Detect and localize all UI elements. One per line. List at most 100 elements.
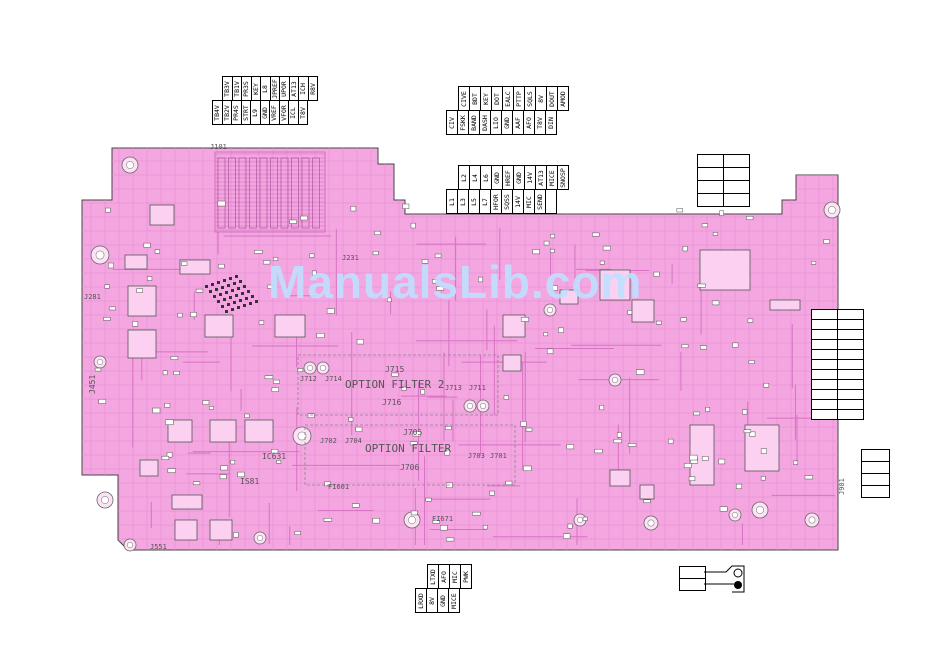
pin-label: MIC	[451, 570, 459, 583]
connector-pin: SNOSP	[557, 165, 569, 190]
pin-label: SQLS	[526, 90, 534, 107]
board-label: J712	[300, 375, 317, 383]
pin-label: L8	[261, 84, 270, 93]
pin-label: MICE	[548, 169, 556, 186]
pin-label: LIO	[492, 116, 500, 129]
board-label: J713	[445, 384, 462, 392]
pin-label: T8V	[298, 106, 307, 119]
pin-label: 8V	[536, 94, 545, 103]
pin-label: GND	[260, 106, 269, 119]
board-label: OPTION FILTER 2	[345, 378, 445, 391]
pin-label: AFO	[525, 116, 533, 129]
pin-label: 14V	[514, 195, 522, 208]
pin-label: L6	[481, 173, 490, 182]
pin-label: BDT	[471, 92, 479, 105]
pin-label: GND	[493, 171, 501, 184]
pin-label: HFOR	[492, 193, 500, 210]
pin-label: TB4V	[213, 104, 222, 121]
pin-label: UPOR	[280, 80, 289, 97]
board-label: J551	[150, 543, 167, 551]
board-label: J231	[342, 254, 359, 262]
board-label: J281	[84, 293, 101, 301]
pin-label: FSKK	[459, 114, 467, 131]
pin-label: STRT	[241, 104, 250, 121]
pin-label: DOT	[493, 92, 501, 105]
pcb-details	[90, 151, 841, 552]
pin-label: KEY	[251, 82, 260, 95]
board-label: FI671	[432, 515, 454, 523]
pin-label: L3	[458, 197, 467, 206]
pin-label: LRXD	[417, 592, 425, 609]
pin-label: PR4S	[232, 104, 241, 121]
board-label: IS81	[240, 477, 260, 486]
pin-label: DASH	[481, 114, 489, 131]
pin-label: PTTP	[515, 90, 523, 107]
pin-label: AT13	[289, 80, 298, 97]
connector-pin: JPREF	[269, 76, 280, 101]
connector-pin: T8V	[297, 100, 308, 125]
board-label: J714	[325, 375, 342, 383]
pin-label: TB3V	[223, 80, 232, 97]
grid-bottom-right	[679, 566, 706, 591]
pin-label: VFOR	[279, 104, 288, 121]
pin-label: PR3S	[242, 80, 251, 97]
pin-label: AFO	[440, 570, 448, 583]
board-label: J703	[468, 452, 485, 460]
pin-label: GND	[515, 171, 523, 184]
pin-label: ICL	[289, 106, 298, 119]
connector-pin: R8V	[307, 76, 318, 101]
board-label: J702	[320, 437, 337, 445]
pin-label: L4	[470, 173, 479, 182]
pin-label: EALC	[504, 90, 512, 107]
pin-label: T8V	[536, 116, 544, 129]
pin-label: SQSS	[503, 193, 511, 210]
pin-label: L2	[459, 173, 468, 182]
board-label: J706	[400, 463, 420, 472]
pin-label: L7	[480, 197, 489, 206]
jumper-symbol	[704, 565, 745, 593]
grid-right	[811, 309, 864, 420]
pin-label: CIV	[448, 116, 456, 129]
board-label: FI601	[328, 483, 350, 491]
pin-label: JPREF	[270, 78, 279, 99]
pin-label: 14V	[526, 171, 534, 184]
pin-label: L9	[251, 108, 260, 117]
pin-label: L5	[469, 197, 478, 206]
board-label: J451	[88, 374, 97, 394]
pin-label: DOUT	[548, 90, 556, 107]
pin-label: HREF	[504, 169, 512, 186]
pin-label: PWK	[462, 570, 470, 583]
pin-label: SEND	[536, 193, 544, 210]
pin-label: VREF	[270, 104, 279, 121]
connector-pin: AMOD	[557, 86, 569, 111]
board-label: J716	[382, 398, 402, 407]
pin-label: R8V	[308, 82, 317, 95]
grid-top-right	[697, 154, 750, 207]
connector-pin: DIN	[545, 110, 557, 135]
board-label: J101	[210, 143, 227, 151]
pin-label: MIC	[525, 195, 533, 208]
board-label: J901	[838, 478, 846, 495]
connector-pin: MICE	[448, 588, 460, 613]
board-label: OPTION FILTER	[365, 442, 452, 455]
board-label: J705	[403, 428, 423, 437]
pin-label: ICH	[299, 82, 308, 95]
pin-label: AT13	[537, 169, 545, 186]
pin-label: KEY	[482, 92, 490, 105]
pin-label: L1	[447, 197, 456, 206]
grid-right-small	[861, 449, 890, 498]
watermark: ManualsLib.com	[268, 256, 643, 308]
